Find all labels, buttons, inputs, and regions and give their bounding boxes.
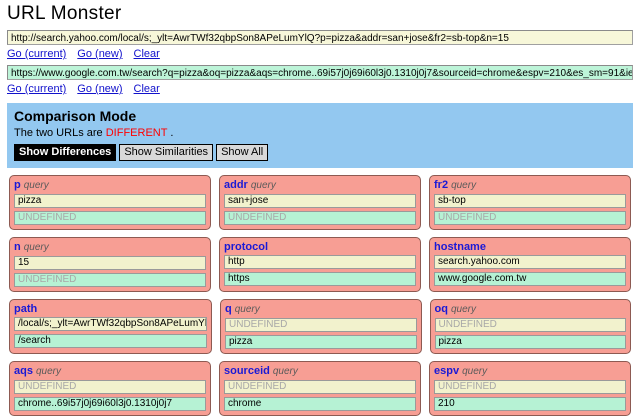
parameter-value-primary[interactable]: /local/s;_ylt=AwrTWf32qbpSon8APeLumYlQ [14, 317, 207, 331]
parameter-value-secondary[interactable]: pizza [434, 335, 626, 349]
parameter-key: espv [434, 365, 460, 377]
comparison-mode-title: Comparison Mode [14, 108, 137, 124]
url-input-primary[interactable]: http://search.yahoo.com/local/s;_ylt=Awr… [7, 30, 633, 45]
parameter-value-primary[interactable]: UNDEFINED [434, 318, 626, 332]
parameter-value-secondary[interactable]: chrome..69i57j0j69i60l3j0.1310j0j7 [14, 397, 206, 411]
clear-link-secondary[interactable]: Clear [133, 83, 160, 95]
parameter-type: query [451, 180, 477, 191]
parameter-value-secondary[interactable]: www.google.com.tw [434, 272, 626, 286]
parameter-value-secondary[interactable]: pizza [225, 335, 417, 349]
parameter-value-primary[interactable]: http [224, 255, 416, 269]
parameter-value-secondary[interactable]: /search [14, 334, 207, 348]
show-differences-button[interactable]: Show Differences [14, 144, 117, 161]
clear-link-primary[interactable]: Clear [133, 48, 160, 60]
parameter-value-secondary[interactable]: UNDEFINED [14, 211, 206, 225]
parameter-card-protocol: protocol http https [219, 237, 421, 292]
parameter-value-primary[interactable]: search.yahoo.com [434, 255, 626, 269]
parameter-value-primary[interactable]: 15 [14, 256, 206, 270]
url-input-secondary[interactable]: https://www.google.com.tw/search?q=pizza… [7, 65, 633, 80]
url-block-secondary: https://www.google.com.tw/search?q=pizza… [7, 65, 633, 96]
comparison-status-prefix: The two URLs are [14, 127, 103, 139]
parameter-key: n [14, 241, 21, 253]
parameter-header: hostname [434, 241, 626, 253]
parameter-card-path: path/local/s;_ylt=AwrTWf32qbpSon8APeLumY… [9, 299, 212, 354]
parameter-key: protocol [224, 241, 268, 253]
parameter-key: addr [224, 179, 248, 191]
parameter-type: query [450, 304, 476, 315]
comparison-status: The two URLs are DIFFERENT . [14, 126, 626, 140]
parameter-header: path [14, 303, 207, 315]
parameter-value-primary[interactable]: UNDEFINED [14, 380, 206, 394]
parameter-value-primary[interactable]: UNDEFINED [224, 380, 416, 394]
parameter-type: query [234, 304, 260, 315]
parameter-key: aqs [14, 365, 33, 377]
parameter-value-primary[interactable]: UNDEFINED [225, 318, 417, 332]
parameter-value-primary[interactable]: UNDEFINED [434, 380, 626, 394]
go-new-link-secondary[interactable]: Go (new) [77, 83, 123, 95]
parameter-value-primary[interactable]: sb-top [434, 194, 626, 208]
show-similarities-button[interactable]: Show Similarities [119, 144, 214, 161]
parameter-type: query [272, 366, 298, 377]
parameter-value-secondary[interactable]: 210 [434, 397, 626, 411]
parameter-key: q [225, 303, 232, 315]
parameter-key: fr2 [434, 179, 449, 191]
go-current-link-secondary[interactable]: Go (current) [7, 83, 67, 95]
parameter-key: sourceid [224, 365, 270, 377]
go-new-link-primary[interactable]: Go (new) [77, 48, 123, 60]
parameter-value-secondary[interactable]: UNDEFINED [434, 211, 626, 225]
comparison-status-suffix: . [170, 127, 174, 139]
comparison-status-value: DIFFERENT [105, 127, 168, 139]
page-title: URL Monster [7, 3, 122, 24]
parameter-row: path/local/s;_ylt=AwrTWf32qbpSon8APeLumY… [5, 299, 635, 354]
parameter-value-primary[interactable]: pizza [14, 194, 206, 208]
parameter-key: p [14, 179, 21, 191]
parameter-type: query [23, 180, 49, 191]
parameter-type: query [462, 366, 488, 377]
show-all-button[interactable]: Show All [216, 144, 269, 161]
comparison-mode-panel: Comparison Mode The two URLs are DIFFERE… [7, 103, 633, 168]
parameter-header: protocol [224, 241, 416, 253]
go-current-link-primary[interactable]: Go (current) [7, 48, 67, 60]
url-block-primary: http://search.yahoo.com/local/s;_ylt=Awr… [7, 30, 633, 61]
url-actions-primary: Go (current) Go (new) Clear [7, 47, 633, 61]
parameter-value-secondary[interactable]: chrome [224, 397, 416, 411]
parameter-type: query [23, 242, 49, 253]
parameter-key: oq [434, 303, 448, 315]
parameter-type: query [35, 366, 61, 377]
parameter-value-secondary[interactable]: https [224, 272, 416, 286]
parameter-value-secondary[interactable]: UNDEFINED [224, 211, 416, 225]
parameter-value-secondary[interactable]: UNDEFINED [14, 273, 206, 287]
parameter-card-hostname: hostname search.yahoo.com www.google.com.t… [429, 237, 631, 292]
parameter-key: hostname [434, 241, 486, 253]
parameter-type: query [250, 180, 276, 191]
url-actions-secondary: Go (current) Go (new) Clear [7, 82, 633, 96]
parameter-key: path [14, 303, 38, 315]
parameter-value-primary[interactable]: san+jose [224, 194, 416, 208]
